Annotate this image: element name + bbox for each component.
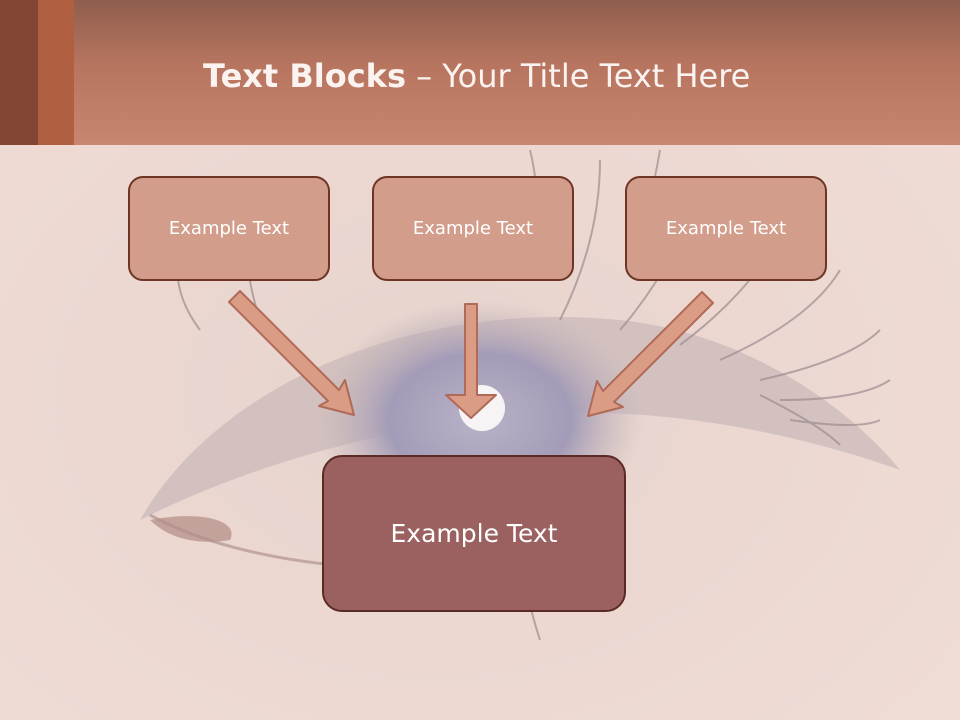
text-block-bottom-label: Example Text [390, 519, 558, 548]
header-accent-strip [38, 0, 74, 145]
arrow-left [228, 290, 355, 416]
arrow-center [445, 303, 497, 419]
slide-title: Text Blocks – Your Title Text Here [203, 53, 750, 99]
text-block-top-right[interactable]: Example Text [625, 176, 827, 281]
header-band [0, 0, 960, 145]
text-block-top-left-label: Example Text [168, 218, 290, 239]
text-block-top-right-label: Example Text [665, 218, 787, 239]
slide-title-bold: Text Blocks [203, 57, 406, 95]
text-block-top-center[interactable]: Example Text [372, 176, 574, 281]
slide-title-rest: – Your Title Text Here [406, 57, 751, 95]
text-block-top-center-label: Example Text [412, 218, 534, 239]
text-block-top-left[interactable]: Example Text [128, 176, 330, 281]
header-accent-strip-dark [0, 0, 38, 145]
arrow-right [587, 291, 714, 417]
text-block-bottom[interactable]: Example Text [322, 455, 626, 612]
